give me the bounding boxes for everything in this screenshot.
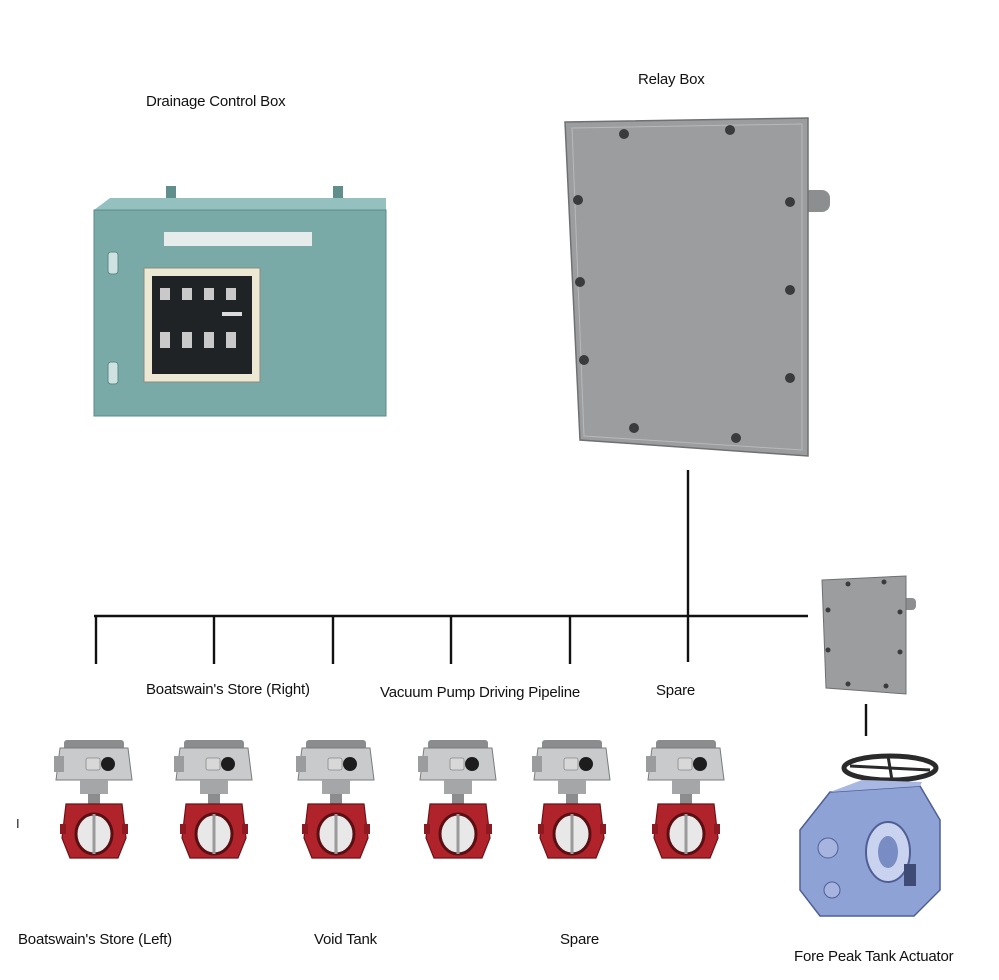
valve-boatswains-store-left xyxy=(52,738,134,860)
vacuum-pump-driving-pipeline-label: Vacuum Pump Driving Pipeline xyxy=(380,684,581,701)
junction-box xyxy=(821,575,916,695)
fore-peak-tank-actuator-label: Fore Peak Tank Actuator xyxy=(794,948,954,965)
valve-spare-bottom xyxy=(530,738,612,860)
valve-boatswains-store-right xyxy=(172,738,254,860)
boatswains-store-left-label: Boatswain's Store (Left) xyxy=(18,931,172,948)
valve-spare-top xyxy=(644,738,726,860)
fore-peak-tank-actuator xyxy=(799,753,941,917)
void-tank-label: Void Tank xyxy=(314,931,377,948)
relay-box-label: Relay Box xyxy=(638,71,705,88)
wiring xyxy=(94,470,868,736)
spare-top-label: Spare xyxy=(656,682,696,699)
valve-void-tank xyxy=(294,738,376,860)
boatswains-store-right-label: Boatswain's Store (Right) xyxy=(146,681,310,698)
relay-box xyxy=(564,117,830,457)
drainage-control-box-label: Drainage Control Box xyxy=(146,93,286,110)
valve-vacuum-pump-driving-pipeline xyxy=(416,738,498,860)
drainage-control-box xyxy=(93,186,387,417)
stray-mark: I xyxy=(16,816,20,831)
spare-bottom-label: Spare xyxy=(560,931,600,948)
